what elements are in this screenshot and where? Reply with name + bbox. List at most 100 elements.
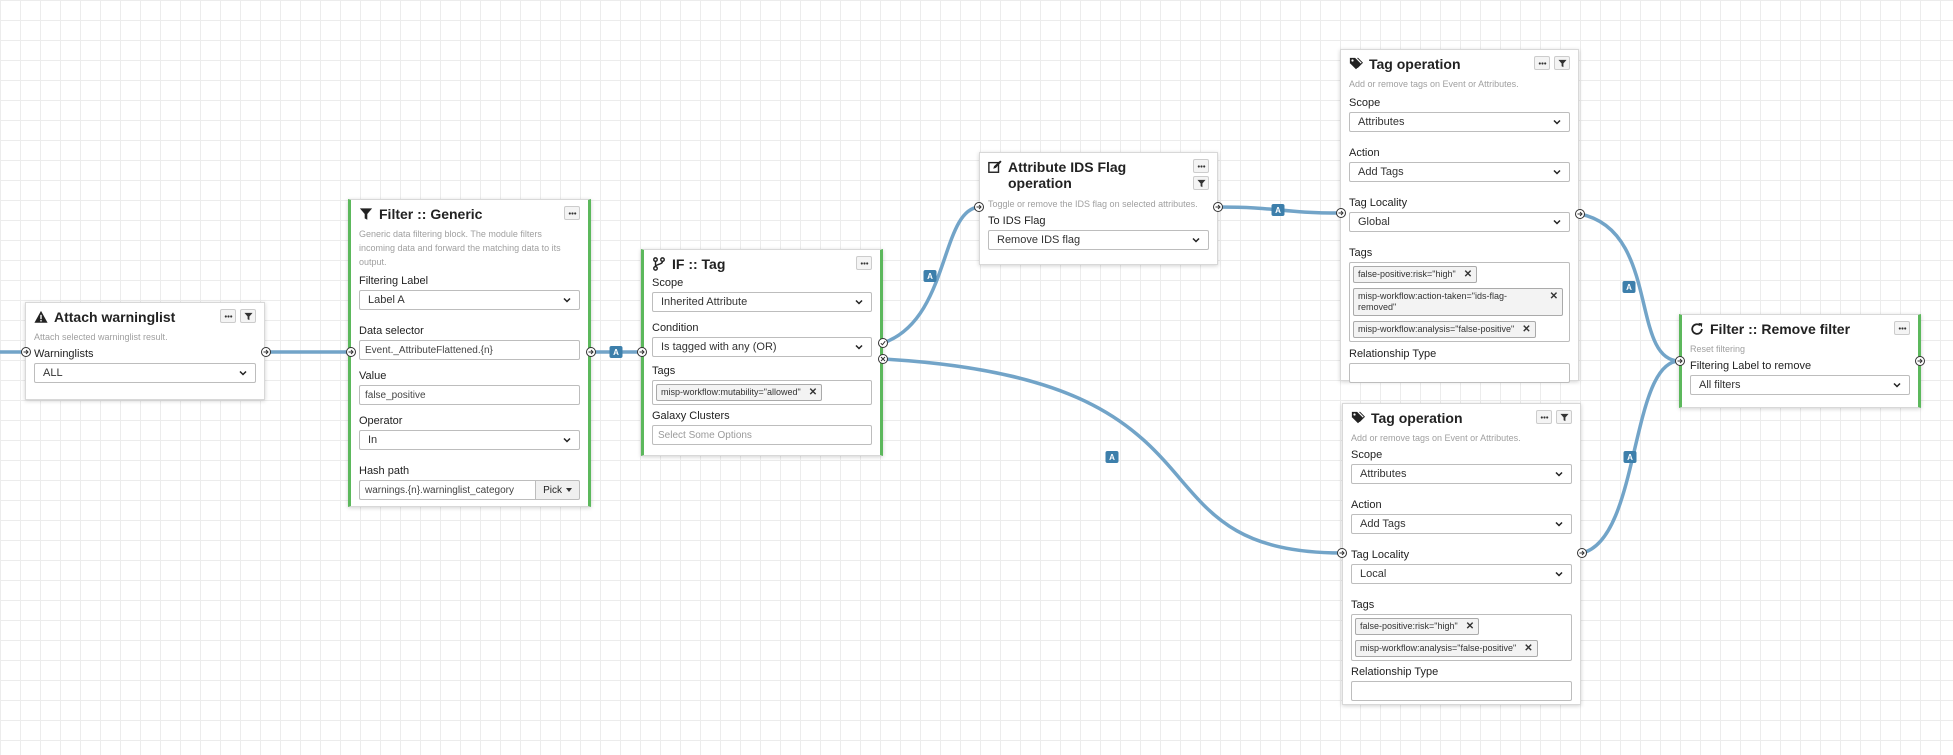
output-port-ids-flag[interactable]	[1213, 202, 1223, 212]
tags-multiselect[interactable]: false-positive:risk="high"✕ misp-workflo…	[1349, 262, 1570, 342]
input-port-attach-warninglist[interactable]	[21, 347, 31, 357]
node-filter-generic[interactable]: Filter :: Generic Generic data filtering…	[348, 199, 591, 507]
galaxy-clusters-input[interactable]: Select Some Options	[652, 425, 872, 445]
remove-tag-icon[interactable]: ✕	[808, 387, 818, 398]
more-options-button[interactable]	[856, 256, 872, 270]
tag-chip: misp-workflow:action-taken="ids-flag-rem…	[1353, 288, 1563, 316]
input-port-ids-flag[interactable]	[974, 202, 984, 212]
arrow-right-icon	[1579, 550, 1585, 556]
filter-button[interactable]	[1554, 56, 1570, 70]
more-options-button[interactable]	[1193, 159, 1209, 173]
filter-button[interactable]	[1193, 176, 1209, 190]
tag-locality-label: Tag Locality	[1351, 549, 1410, 561]
output-port-if-tag-false[interactable]	[878, 354, 888, 364]
hash-path-label: Hash path	[359, 465, 410, 477]
output-port-remove-filter[interactable]	[1915, 356, 1925, 366]
ellipsis-icon	[1197, 164, 1205, 168]
output-port-if-tag-true[interactable]	[878, 338, 888, 348]
chevron-down-icon	[1555, 571, 1563, 577]
action-select[interactable]: Add Tags	[1349, 162, 1570, 182]
chevron-down-icon	[1553, 119, 1561, 125]
ellipsis-icon	[860, 261, 868, 265]
connection-badge[interactable]: A	[1271, 204, 1285, 216]
filter-button[interactable]	[1556, 410, 1572, 424]
connection-badge[interactable]: A	[923, 270, 937, 282]
node-title: Filter :: Generic	[379, 206, 483, 222]
to-ids-flag-label: To IDS Flag	[988, 215, 1046, 227]
remove-tag-icon[interactable]: ✕	[1522, 324, 1531, 335]
more-options-button[interactable]	[1894, 321, 1910, 335]
tags-multiselect[interactable]: false-positive:risk="high"✕ misp-workflo…	[1351, 614, 1572, 661]
node-attach-warninglist[interactable]: Attach warninglist Attach selected warni…	[25, 302, 265, 400]
more-options-button[interactable]	[1534, 56, 1550, 70]
filter-button[interactable]	[240, 309, 256, 323]
more-options-button[interactable]	[220, 309, 236, 323]
input-port-tag-operation-bottom[interactable]	[1337, 548, 1347, 558]
tag-locality-select[interactable]: Local	[1351, 564, 1572, 584]
condition-select[interactable]: Is tagged with any (OR)	[652, 337, 872, 357]
tags-multiselect[interactable]: misp-workflow:mutability="allowed"✕	[652, 380, 872, 405]
more-options-button[interactable]	[1536, 410, 1552, 424]
input-port-tag-operation-top[interactable]	[1336, 208, 1346, 218]
tags-label: Tags	[1351, 599, 1375, 611]
select-value: Local	[1360, 568, 1387, 580]
output-port-tag-operation-top[interactable]	[1575, 209, 1585, 219]
relationship-type-input[interactable]	[1349, 363, 1570, 383]
operator-select[interactable]: In	[359, 430, 580, 450]
remove-tag-icon[interactable]: ✕	[1465, 621, 1475, 632]
node-tag-operation-top[interactable]: Tag operation Add or remove tags on Even…	[1340, 49, 1579, 383]
connection-badge[interactable]: A	[609, 346, 623, 358]
arrow-right-icon	[348, 349, 354, 355]
hash-path-input[interactable]: warnings.{n}.warninglist_category	[359, 480, 536, 500]
tags-label: Tags	[1349, 247, 1373, 259]
filtering-label-to-remove-select[interactable]: All filters	[1690, 375, 1910, 395]
relationship-type-label: Relationship Type	[1351, 666, 1439, 678]
relationship-type-input[interactable]	[1351, 681, 1572, 701]
output-port-tag-operation-bottom[interactable]	[1577, 548, 1587, 558]
select-value: ALL	[43, 367, 63, 379]
ellipsis-icon	[1538, 61, 1546, 65]
tag-locality-select[interactable]: Global	[1349, 212, 1570, 232]
node-description: Toggle or remove the IDS flag on selecte…	[988, 199, 1198, 209]
remove-tag-icon[interactable]: ✕	[1549, 291, 1558, 302]
action-select[interactable]: Add Tags	[1351, 514, 1572, 534]
select-value: Is tagged with any (OR)	[661, 341, 777, 353]
node-tag-operation-bottom[interactable]: Tag operation Add or remove tags on Even…	[1342, 403, 1581, 705]
value-input[interactable]: false_positive	[359, 385, 580, 405]
remove-tag-icon[interactable]: ✕	[1524, 643, 1533, 654]
connection-badge[interactable]: A	[1623, 451, 1637, 463]
chevron-down-icon	[239, 370, 247, 376]
scope-label: Scope	[1349, 97, 1381, 109]
node-remove-filter[interactable]: Filter :: Remove filter Reset filtering …	[1679, 314, 1921, 408]
tags-icon	[1351, 411, 1365, 425]
pick-button-label: Pick	[543, 484, 562, 496]
node-if-tag[interactable]: IF :: Tag Scope Inherited Attribute Cond…	[641, 249, 883, 456]
node-title: Attribute IDS Flag operation	[1008, 159, 1127, 191]
more-options-button[interactable]	[564, 206, 580, 220]
node-ids-flag-operation[interactable]: Attribute IDS Flag operation Toggle or r…	[979, 152, 1218, 265]
chevron-down-icon	[1553, 169, 1561, 175]
warninglists-select[interactable]: ALL	[34, 363, 256, 383]
remove-tag-icon[interactable]: ✕	[1463, 269, 1473, 280]
node-title: Filter :: Remove filter	[1710, 321, 1851, 337]
tag-chip: false-positive:risk="high"✕	[1355, 618, 1480, 635]
connection-badge[interactable]: A	[1105, 451, 1119, 463]
output-port-attach-warninglist[interactable]	[261, 347, 271, 357]
operator-label: Operator	[359, 415, 403, 427]
node-description: Generic data filtering block. The module…	[359, 229, 561, 267]
scope-select[interactable]: Attributes	[1349, 112, 1570, 132]
action-label: Action	[1349, 147, 1380, 159]
input-port-if-tag[interactable]	[637, 347, 647, 357]
scope-select[interactable]: Attributes	[1351, 464, 1572, 484]
scope-select[interactable]: Inherited Attribute	[652, 292, 872, 312]
connection-badge[interactable]: A	[1622, 281, 1636, 293]
input-port-filter-generic[interactable]	[346, 347, 356, 357]
data-selector-input[interactable]: Event._AttributeFlattened.{n}	[359, 340, 580, 360]
filtering-label-select[interactable]: Label A	[359, 290, 580, 310]
action-label: Action	[1351, 499, 1382, 511]
pick-button[interactable]: Pick	[535, 480, 580, 500]
filter-icon	[1196, 179, 1206, 187]
input-port-remove-filter[interactable]	[1675, 356, 1685, 366]
output-port-filter-generic[interactable]	[586, 347, 596, 357]
to-ids-flag-select[interactable]: Remove IDS flag	[988, 230, 1209, 250]
